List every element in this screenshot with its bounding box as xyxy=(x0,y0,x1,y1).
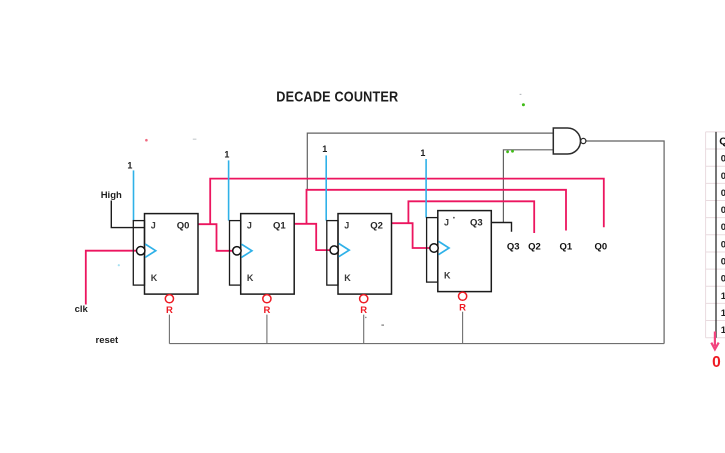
ff0-q-label: Q0 xyxy=(177,221,190,232)
ff0-clock-bubble-icon xyxy=(135,245,146,256)
ff2-clock-bubble-icon xyxy=(329,245,340,256)
terminal-q0-label: Q0 xyxy=(595,241,608,252)
ff2-clock-edge-icon xyxy=(338,242,351,258)
wire-q3-out xyxy=(491,221,513,232)
green-dot-icon xyxy=(521,103,525,107)
ff1-clock-bubble-icon xyxy=(231,245,242,256)
green-dot-icon xyxy=(506,150,509,154)
dark-speck-icon xyxy=(381,324,384,326)
gray-speck-icon xyxy=(192,138,197,140)
wire-q2-rail xyxy=(407,200,536,233)
ff0-reset-bubble-icon xyxy=(164,293,175,304)
nand-gate xyxy=(552,127,587,155)
table-cell: 0 xyxy=(721,154,725,165)
high-input-label: High xyxy=(101,190,122,201)
table-header-q: Q xyxy=(719,136,725,148)
reset-arrow-icon xyxy=(710,331,720,352)
reset-input-label: reset xyxy=(96,335,120,346)
ff1-tie-one-label: 1 xyxy=(224,150,229,160)
jk-flip-flop-3: J K Q3 R 1 xyxy=(420,148,493,314)
table-cell: 0 xyxy=(721,239,725,250)
ff3-clock-bubble-icon xyxy=(429,243,439,253)
stray-marks xyxy=(117,93,525,326)
ff2-k-label: K xyxy=(344,273,351,283)
table-cell: 0 xyxy=(721,171,725,182)
ff0-j-label: J xyxy=(151,221,156,231)
ff3-reset-bubble-icon xyxy=(457,291,468,302)
ff3-j-label: J xyxy=(444,218,449,228)
wire-q1-rail xyxy=(305,188,567,231)
ff2-reset-bubble-icon xyxy=(358,293,369,304)
pink-speck-icon xyxy=(145,138,148,142)
ff3-clock-edge-icon xyxy=(438,240,451,256)
wire-nand-input-q3 xyxy=(502,149,554,223)
gray-speck-icon xyxy=(519,93,522,95)
wire-clk xyxy=(84,249,137,305)
ff2-j-label: J xyxy=(344,221,349,231)
ff0-clock-edge-icon xyxy=(144,243,158,259)
nand-gate-body-icon xyxy=(552,127,582,155)
ff2-q-label: Q2 xyxy=(370,221,383,232)
table-cell: 0 xyxy=(721,222,725,233)
ff0-r-label: R xyxy=(166,305,173,316)
ff2-tie-one-label: 1 xyxy=(322,144,327,154)
jk-flip-flop-2: J K Q2 R 1 xyxy=(322,144,393,316)
ff1-k-label: K xyxy=(247,273,254,283)
dark-speck-icon xyxy=(453,216,455,219)
ff0-tie-one-label: 1 xyxy=(127,160,132,170)
ff3-k-label: K xyxy=(444,271,451,281)
ff3-tie-one-label: 1 xyxy=(420,148,425,158)
wire-q2-to-clk3 xyxy=(391,222,430,249)
table-cell: 1 xyxy=(721,308,725,319)
wire-q0-rail xyxy=(209,177,605,228)
jk-flip-flop-1: J K Q1 R 1 xyxy=(224,150,295,316)
table-cell: 1 xyxy=(721,291,725,302)
ff3-q-label: Q3 xyxy=(470,218,483,229)
wire-q0-to-clk1 xyxy=(198,223,233,252)
table-cell: 0 xyxy=(721,205,725,216)
nand-gate-bubble-icon xyxy=(580,137,587,145)
ff1-r-label: R xyxy=(263,305,270,316)
wire-q1-to-clk2 xyxy=(294,222,331,251)
ff1-j-label: J xyxy=(247,221,252,231)
wire-high-to-j xyxy=(110,200,145,229)
dark-speck-icon xyxy=(365,316,367,319)
ff1-clock-edge-icon xyxy=(241,243,254,259)
table-cell: 1 xyxy=(721,325,725,336)
table-reset-value: 0 xyxy=(712,354,721,371)
ff2-r-label: R xyxy=(360,305,367,316)
terminal-q2-label: Q2 xyxy=(528,241,541,252)
ff3-r-label: R xyxy=(459,303,466,314)
green-dot-icon xyxy=(511,149,514,153)
clk-input-label: clk xyxy=(75,304,89,315)
table-cell: 0 xyxy=(721,274,725,285)
page-title: DECADE COUNTER xyxy=(276,89,398,106)
ff0-k-label: K xyxy=(151,273,158,283)
cyan-speck-icon xyxy=(117,264,120,267)
jk-flip-flop-0: J K Q0 R 1 xyxy=(127,160,199,316)
table-cell: 0 xyxy=(721,257,725,268)
ff1-q-label: Q1 xyxy=(273,221,286,232)
terminal-q1-label: Q1 xyxy=(559,241,572,252)
wire-nand-input-q1 xyxy=(306,132,554,190)
truth-table: Q 0 0 0 0 0 0 0 0 1 1 1 0 xyxy=(705,131,725,371)
wire-nand-output xyxy=(585,140,665,344)
ff1-reset-bubble-icon xyxy=(262,293,272,304)
table-cell: 0 xyxy=(721,188,725,199)
terminal-q3-label: Q3 xyxy=(507,241,520,252)
